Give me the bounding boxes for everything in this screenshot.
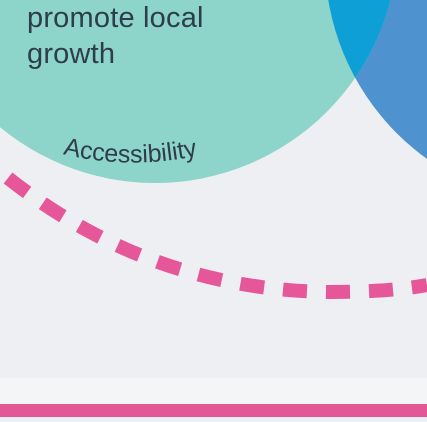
dashed-connector-path bbox=[3, 172, 427, 300]
teal-circle-caption: promote local growth bbox=[27, 0, 204, 72]
caption-line-2: growth bbox=[27, 38, 116, 70]
bottom-band bbox=[0, 378, 427, 404]
teal-circle bbox=[0, 0, 391, 183]
caption-line-1: promote local bbox=[27, 2, 204, 34]
bottom-stripe bbox=[0, 404, 427, 417]
